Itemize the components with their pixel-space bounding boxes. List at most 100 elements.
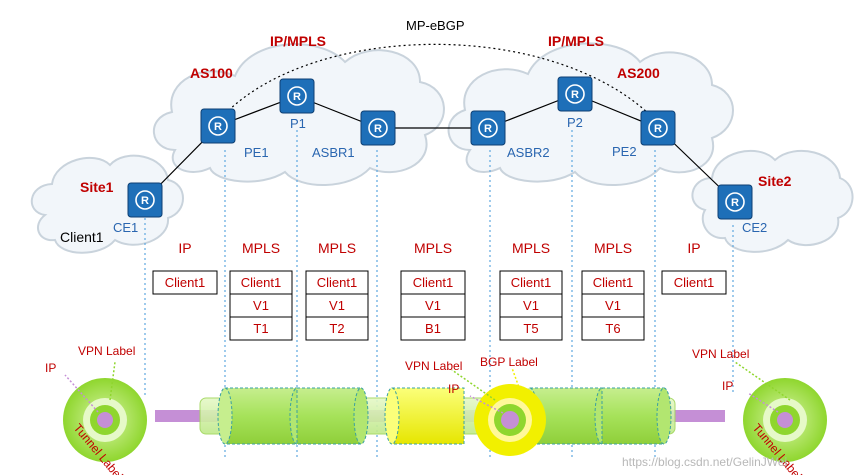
router-label-asbr1: ASBR1	[312, 145, 355, 160]
router-glyph: R	[214, 121, 222, 133]
label-stack-cell: V1	[499, 293, 563, 318]
right-ip-label: IP	[722, 379, 733, 393]
label-stack-cell: Client1	[499, 270, 563, 295]
router-label-pe1: PE1	[244, 145, 269, 160]
label-stack-cell: V1	[581, 293, 645, 318]
router-glyph: R	[484, 123, 492, 135]
router-icon	[127, 182, 163, 218]
label-stack-text: V1	[605, 298, 621, 313]
label-stack-cell: T2	[305, 316, 369, 341]
router-glyph: R	[374, 123, 382, 135]
tunnel-illustration: IP VPN Label VPN Label BGP Label IP VPN …	[45, 344, 827, 475]
segment-label: MPLS	[318, 240, 356, 256]
as200-label: AS200	[617, 65, 660, 81]
label-stack-text: Client1	[674, 275, 714, 290]
router-icon	[717, 184, 753, 220]
label-stack-cell: V1	[229, 293, 293, 318]
label-stack-text: Client1	[165, 275, 205, 290]
router-icon	[279, 78, 315, 114]
middle-ip-label: IP	[448, 382, 459, 396]
segment-label: MPLS	[512, 240, 550, 256]
label-stack-cell: Client1	[229, 270, 293, 295]
segment-label: IP	[687, 240, 700, 256]
as200-mpls-label: IP/MPLS	[548, 33, 604, 49]
router-label-ce2: CE2	[742, 220, 767, 235]
label-stack-cell: Client1	[661, 270, 727, 295]
router-asbr2: R	[470, 110, 506, 146]
as100-mpls-label: IP/MPLS	[270, 33, 326, 49]
label-stack-text: T1	[253, 321, 268, 336]
label-stack-text: Client1	[413, 275, 453, 290]
router-asbr1: R	[360, 110, 396, 146]
label-stack-text: Client1	[317, 275, 357, 290]
segment-label: MPLS	[242, 240, 280, 256]
label-stack-text: Client1	[593, 275, 633, 290]
label-stack-cell: B1	[400, 316, 466, 341]
label-stack-text: V1	[425, 298, 441, 313]
segment-label: MPLS	[414, 240, 452, 256]
router-p2: R	[557, 76, 593, 112]
cloud-as200	[447, 42, 734, 187]
router-icon	[557, 76, 593, 112]
router-ce1: R	[127, 182, 163, 218]
router-label-pe2: PE2	[612, 144, 637, 159]
watermark: https://blog.csdn.net/GelinJWei	[622, 455, 787, 469]
middle-bgp-label: BGP Label	[480, 355, 538, 369]
router-icon	[200, 108, 236, 144]
router-pe1: R	[200, 108, 236, 144]
label-stack-text: T2	[329, 321, 344, 336]
label-stack-cell: Client1	[581, 270, 645, 295]
router-p1: R	[279, 78, 315, 114]
tunnel-segment-2	[296, 387, 369, 445]
site1-client-label: Client1	[60, 229, 104, 245]
segment-label: IP	[178, 240, 191, 256]
right-vpn-label: VPN Label	[692, 347, 749, 361]
label-stack-text: Client1	[511, 275, 551, 290]
label-stack-cell: Client1	[152, 270, 218, 295]
router-label-p2: P2	[567, 115, 583, 130]
label-stack-text: B1	[425, 321, 441, 336]
router-glyph: R	[141, 195, 149, 207]
label-stack-text: V1	[253, 298, 269, 313]
label-stack-cell: V1	[400, 293, 466, 318]
site2-label: Site2	[758, 173, 792, 189]
label-stack-cell: T6	[581, 316, 645, 341]
cloud-as100	[153, 43, 445, 187]
label-stack-text: T5	[523, 321, 538, 336]
router-glyph: R	[571, 89, 579, 101]
tunnel-segment-6	[601, 387, 672, 445]
label-stack-text: V1	[523, 298, 539, 313]
router-glyph: R	[654, 123, 662, 135]
left-cross-section	[63, 378, 147, 462]
middle-vpn-label: VPN Label	[405, 359, 462, 373]
site1-label: Site1	[80, 179, 114, 195]
router-label-asbr2: ASBR2	[507, 145, 550, 160]
ebgp-label: MP-eBGP	[406, 18, 465, 33]
router-icon	[360, 110, 396, 146]
segment-label: MPLS	[594, 240, 632, 256]
as100-label: AS100	[190, 65, 233, 81]
label-stack-cell: T1	[229, 316, 293, 341]
label-stack-cell: T5	[499, 316, 563, 341]
router-pe2: R	[640, 110, 676, 146]
label-stack-text: Client1	[241, 275, 281, 290]
label-stack-text: T6	[605, 321, 620, 336]
tunnel-segment-1	[217, 387, 305, 445]
ip-core	[501, 411, 519, 429]
left-vpn-label: VPN Label	[78, 344, 135, 358]
label-stack-text: V1	[329, 298, 345, 313]
router-icon	[640, 110, 676, 146]
router-glyph: R	[731, 197, 739, 209]
label-stack-cell: V1	[305, 293, 369, 318]
label-stack-cell: Client1	[400, 270, 466, 295]
router-ce2: R	[717, 184, 753, 220]
router-glyph: R	[293, 91, 301, 103]
router-label-ce1: CE1	[113, 220, 138, 235]
router-label-p1: P1	[290, 116, 306, 131]
router-icon	[470, 110, 506, 146]
label-stack-cell: Client1	[305, 270, 369, 295]
left-ip-label: IP	[45, 361, 56, 375]
cloud-site2	[691, 150, 854, 253]
bgp-label-segment	[384, 387, 465, 445]
